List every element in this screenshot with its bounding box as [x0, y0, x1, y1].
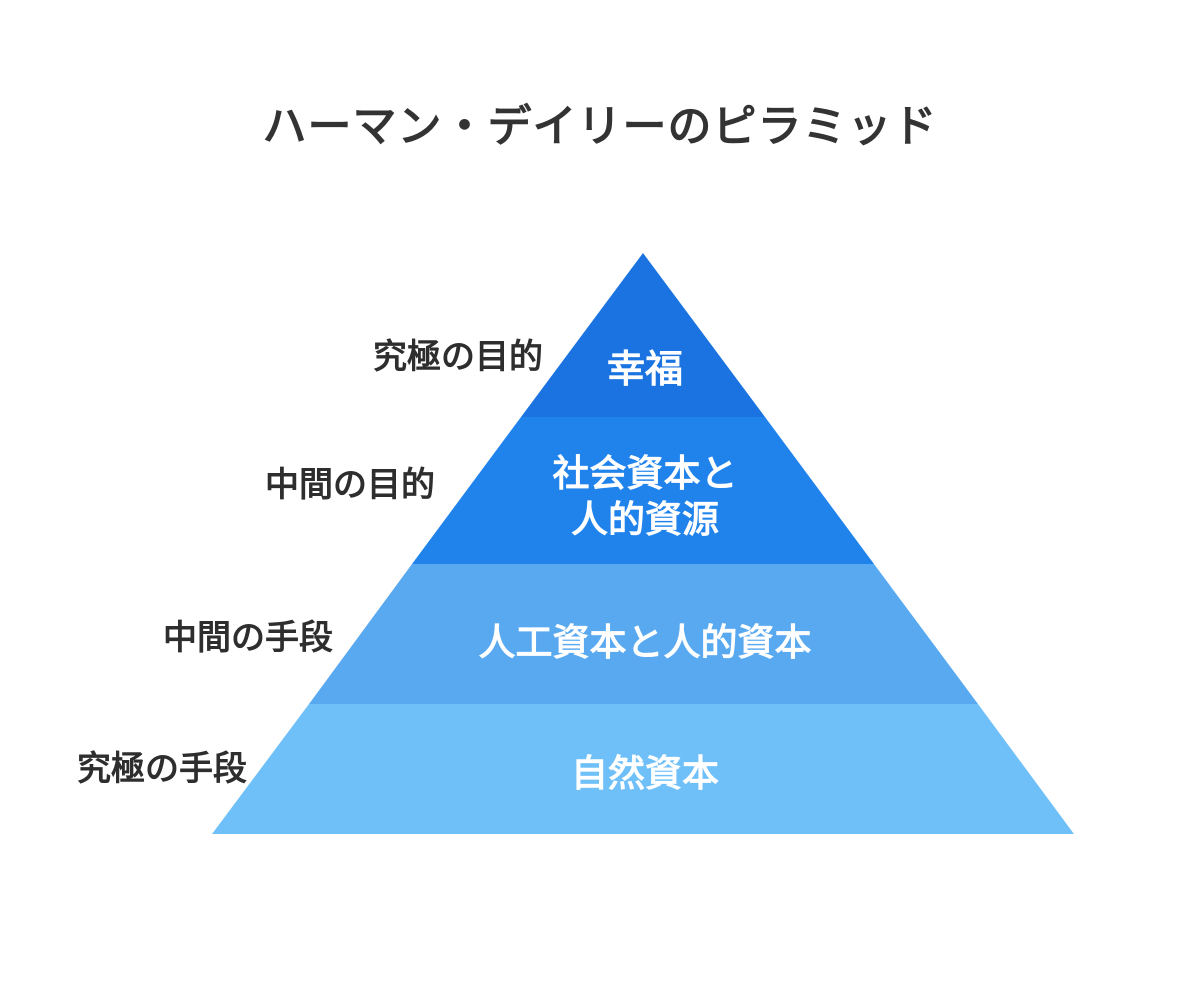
tier-2-label-line-2: 人的資源 [571, 499, 719, 540]
pyramid-tier-4-shape [212, 704, 1074, 834]
side-label-intermediate-ends: 中間の目的 [265, 466, 435, 504]
tier-4-label-text: 自然資本 [571, 753, 719, 794]
pyramid-tier-2-shape [412, 417, 874, 564]
diagram-title: ハーマン・デイリーのピラミッド [262, 102, 938, 151]
tier-1-label-text: 幸福 [606, 349, 683, 391]
side-label-ultimate-ends: 究極の目的 [373, 338, 543, 376]
tier-2-label-line-1: 社会資本と [552, 453, 738, 494]
tier-4-label: 自然資本 [495, 751, 795, 797]
pyramid-tier-1-shape [521, 253, 765, 417]
tier-1-label: 幸福 [495, 347, 795, 393]
tier-2-label: 社会資本と 人的資源 [495, 451, 795, 543]
side-label-ultimate-means: 究極の手段 [77, 750, 247, 788]
tier-3-label-text: 人工資本と人的資本 [478, 622, 812, 663]
tier-3-label: 人工資本と人的資本 [445, 620, 845, 666]
side-label-intermediate-means: 中間の手段 [163, 619, 333, 657]
pyramid-tier-3-shape [309, 564, 978, 704]
